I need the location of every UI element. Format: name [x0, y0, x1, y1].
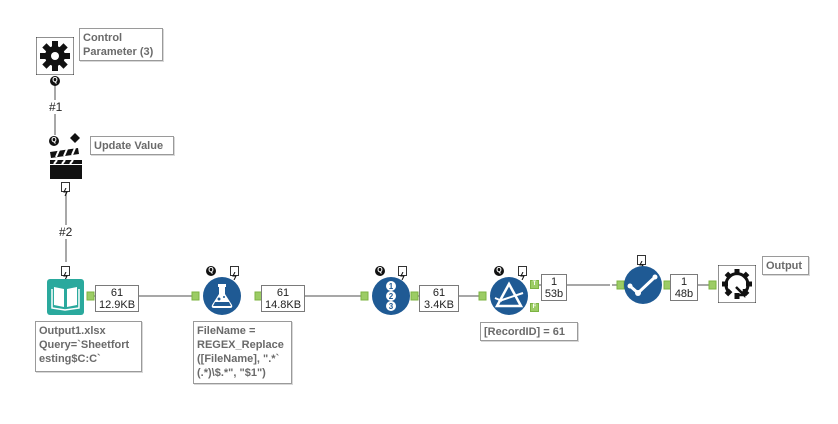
filter-tool[interactable] — [490, 277, 528, 315]
record-count-5: 1 48b — [670, 274, 698, 301]
record-size: 12.9KB — [98, 299, 136, 311]
lightning-icon — [61, 266, 70, 281]
select-input-anchor — [616, 280, 625, 290]
control-parameter-label: Control Parameter (3) — [79, 28, 163, 61]
record-count-3: 61 3.4KB — [419, 285, 459, 312]
record-size: 48b — [674, 288, 694, 300]
checkmark-path-icon — [624, 266, 662, 304]
output-tool[interactable] — [717, 264, 757, 304]
flask-icon — [203, 277, 241, 315]
diamond-icon — [70, 133, 80, 143]
connection-label-1: #1 — [48, 100, 64, 114]
output-label: Output — [762, 256, 809, 275]
record-count: 61 — [276, 287, 290, 299]
question-badge: Q — [375, 266, 385, 276]
lightning-icon — [398, 266, 407, 281]
recordid-output-anchor — [410, 291, 419, 301]
question-badge: Q — [206, 266, 216, 276]
gear-icon — [35, 36, 75, 76]
update-value-label: Update Value — [90, 136, 174, 155]
triangle-filter-icon — [490, 277, 528, 315]
record-count-2: 61 14.8KB — [261, 285, 305, 312]
lightning-icon — [230, 266, 239, 281]
control-parameter-tool[interactable] — [35, 36, 75, 76]
input-annotation: Output1.xlsx Query=`Sheetfort esting$C:C… — [35, 321, 142, 372]
record-count-4: 1 53b — [541, 274, 567, 301]
lightning-icon — [518, 266, 527, 281]
lightning-icon — [61, 182, 70, 197]
record-size: 3.4KB — [424, 299, 454, 311]
record-count-1: 61 12.9KB — [95, 285, 139, 312]
filter-annotation: [RecordID] = 61 — [480, 322, 578, 341]
filter-false-anchor[interactable]: F — [530, 303, 539, 312]
lightning-icon — [637, 255, 646, 270]
record-size: 14.8KB — [264, 299, 302, 311]
numbered-list-icon: 1 2 3 — [372, 277, 410, 315]
record-count: 1 — [680, 276, 688, 288]
filter-true-anchor[interactable]: T — [530, 280, 539, 289]
connection-label-2: #2 — [58, 225, 74, 239]
output-input-anchor — [708, 280, 717, 290]
select-tool[interactable] — [624, 266, 662, 304]
clapperboard-icon — [50, 147, 82, 179]
record-count: 61 — [432, 287, 446, 299]
formula-annotation: FileName = REGEX_Replace ([FileName], ".… — [193, 321, 292, 384]
record-count: 1 — [550, 276, 558, 288]
svg-text:2: 2 — [389, 292, 394, 301]
update-value-tool[interactable] — [48, 147, 84, 180]
svg-text:3: 3 — [389, 302, 394, 311]
question-badge: Q — [50, 76, 60, 86]
record-size: 53b — [544, 288, 564, 300]
input-output-anchor — [86, 291, 95, 301]
record-id-tool[interactable]: 1 2 3 — [372, 277, 410, 315]
book-icon — [47, 279, 84, 315]
formula-input-anchor — [191, 291, 200, 301]
record-count: 61 — [110, 287, 124, 299]
recordid-input-anchor — [360, 291, 369, 301]
svg-text:1: 1 — [389, 282, 394, 291]
question-badge: Q — [494, 266, 504, 276]
filter-input-anchor — [478, 291, 487, 301]
question-badge: Q — [49, 136, 59, 146]
formula-tool[interactable] — [203, 277, 241, 315]
gear-arrow-icon — [717, 264, 757, 304]
input-data-tool[interactable] — [47, 279, 84, 315]
